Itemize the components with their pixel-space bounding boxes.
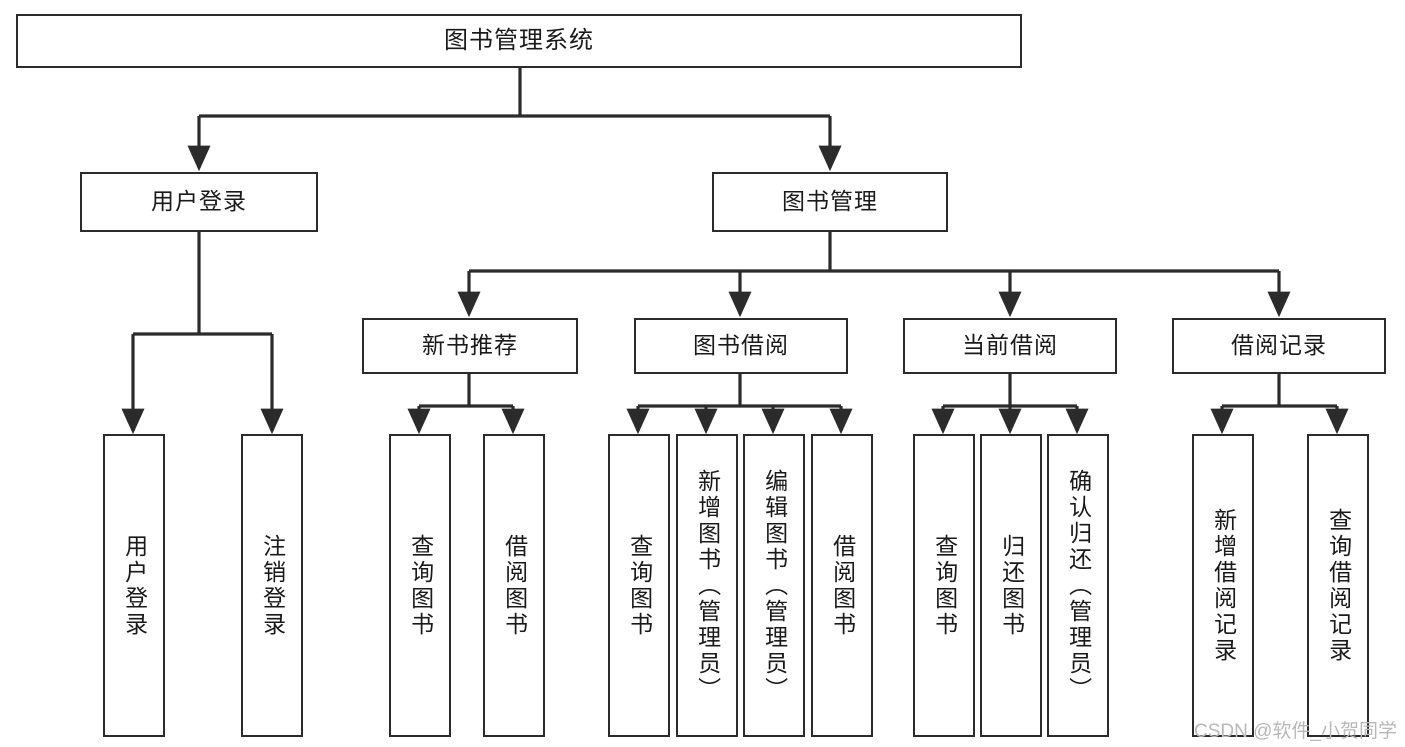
node-label: 新增借阅记录 (1210, 507, 1237, 664)
node-leaf-edit-book[interactable]: 编辑图书（管理员） (743, 434, 805, 737)
node-leaf-user-login[interactable]: 用户登录 (103, 434, 165, 737)
node-label: 查询图书 (626, 533, 653, 638)
node-leaf-borrow-book-1[interactable]: 借阅图书 (483, 434, 545, 737)
node-leaf-query-book-1[interactable]: 查询图书 (389, 434, 451, 737)
node-label: 图书借阅 (693, 332, 789, 359)
node-current-borrow[interactable]: 当前借阅 (903, 318, 1117, 374)
node-book-borrow[interactable]: 图书借阅 (634, 318, 848, 374)
node-label: 用户登录 (151, 188, 247, 215)
node-label: 新增图书（管理员） (694, 468, 721, 703)
node-label: 查询图书 (931, 533, 958, 638)
node-leaf-query-book-2[interactable]: 查询图书 (608, 434, 670, 737)
node-leaf-query-record[interactable]: 查询借阅记录 (1307, 434, 1369, 737)
node-label: 新书推荐 (422, 332, 518, 359)
node-user-login[interactable]: 用户登录 (80, 172, 318, 232)
node-label: 借阅记录 (1231, 332, 1327, 359)
node-label: 图书管理系统 (444, 26, 594, 54)
node-label: 查询借阅记录 (1325, 507, 1352, 664)
node-label: 查询图书 (407, 533, 434, 638)
node-leaf-add-book[interactable]: 新增图书（管理员） (676, 434, 738, 737)
node-leaf-query-book-3[interactable]: 查询图书 (913, 434, 975, 737)
node-label: 确认归还（管理员） (1065, 468, 1092, 703)
node-label: 借阅图书 (501, 533, 528, 638)
node-leaf-add-record[interactable]: 新增借阅记录 (1192, 434, 1254, 737)
csdn-watermark: CSDN @软件_小贺同学 (1194, 721, 1397, 742)
node-root-system[interactable]: 图书管理系统 (16, 14, 1022, 68)
node-borrow-record[interactable]: 借阅记录 (1172, 318, 1386, 374)
node-new-book-recommend[interactable]: 新书推荐 (362, 318, 578, 374)
node-book-management[interactable]: 图书管理 (712, 172, 948, 232)
node-leaf-confirm-return[interactable]: 确认归还（管理员） (1047, 434, 1109, 737)
node-leaf-return-book[interactable]: 归还图书 (980, 434, 1042, 737)
node-label: 注销登录 (259, 533, 286, 638)
node-label: 图书管理 (782, 188, 878, 215)
node-label: 借阅图书 (829, 533, 856, 638)
node-leaf-logout-login[interactable]: 注销登录 (241, 434, 303, 737)
node-leaf-borrow-book-2[interactable]: 借阅图书 (811, 434, 873, 737)
node-label: 当前借阅 (962, 332, 1058, 359)
node-label: 归还图书 (998, 533, 1025, 638)
node-label: 编辑图书（管理员） (761, 468, 788, 703)
node-label: 用户登录 (121, 533, 148, 638)
